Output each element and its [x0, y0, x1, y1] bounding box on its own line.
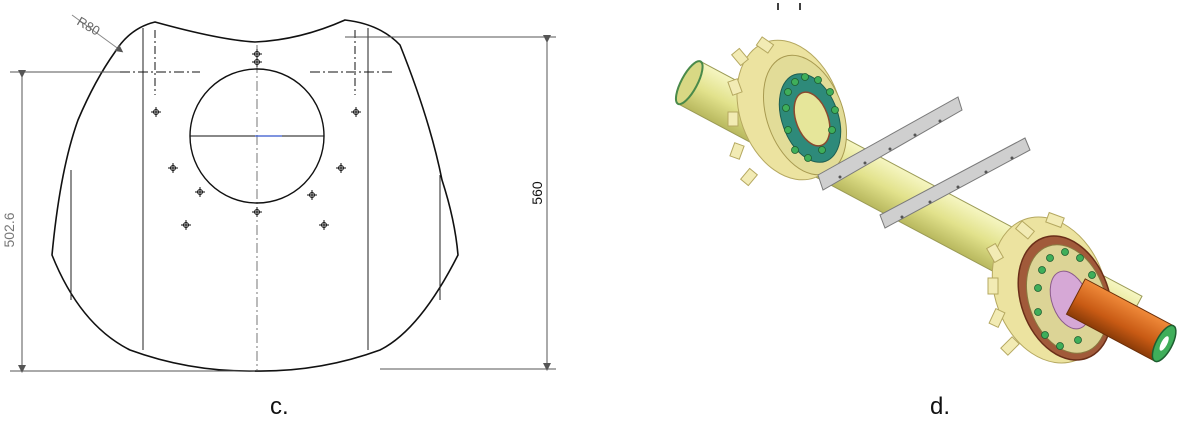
- radius-leader: [71, 14, 124, 53]
- left-gear: [727, 36, 848, 187]
- part-outline: [51, 19, 459, 372]
- dim-right-label: 560: [529, 181, 545, 205]
- caption-d: d.: [930, 393, 951, 420]
- stub-shaft: [1065, 278, 1177, 363]
- blade-lower: [879, 137, 1031, 229]
- panel-d-shaft-assembly: d.: [640, 0, 1189, 421]
- panel-c-technical-drawing: R80 502.6 560 c.: [0, 0, 600, 421]
- blade-upper: [817, 96, 963, 191]
- technical-drawing-svg: R80 502.6 560: [1, 14, 556, 373]
- hole-center-top-left: [120, 30, 200, 95]
- hole-center-top-right: [310, 30, 395, 95]
- dim-left: [10, 70, 255, 373]
- bolt-holes: [151, 49, 361, 230]
- caption-c: c.: [270, 393, 289, 420]
- dim-left-label: 502.6: [1, 212, 17, 247]
- right-gear: [985, 211, 1113, 364]
- shaft-assembly-svg: [674, 3, 1177, 364]
- top-mark: [777, 3, 801, 10]
- dim-right: [345, 35, 556, 371]
